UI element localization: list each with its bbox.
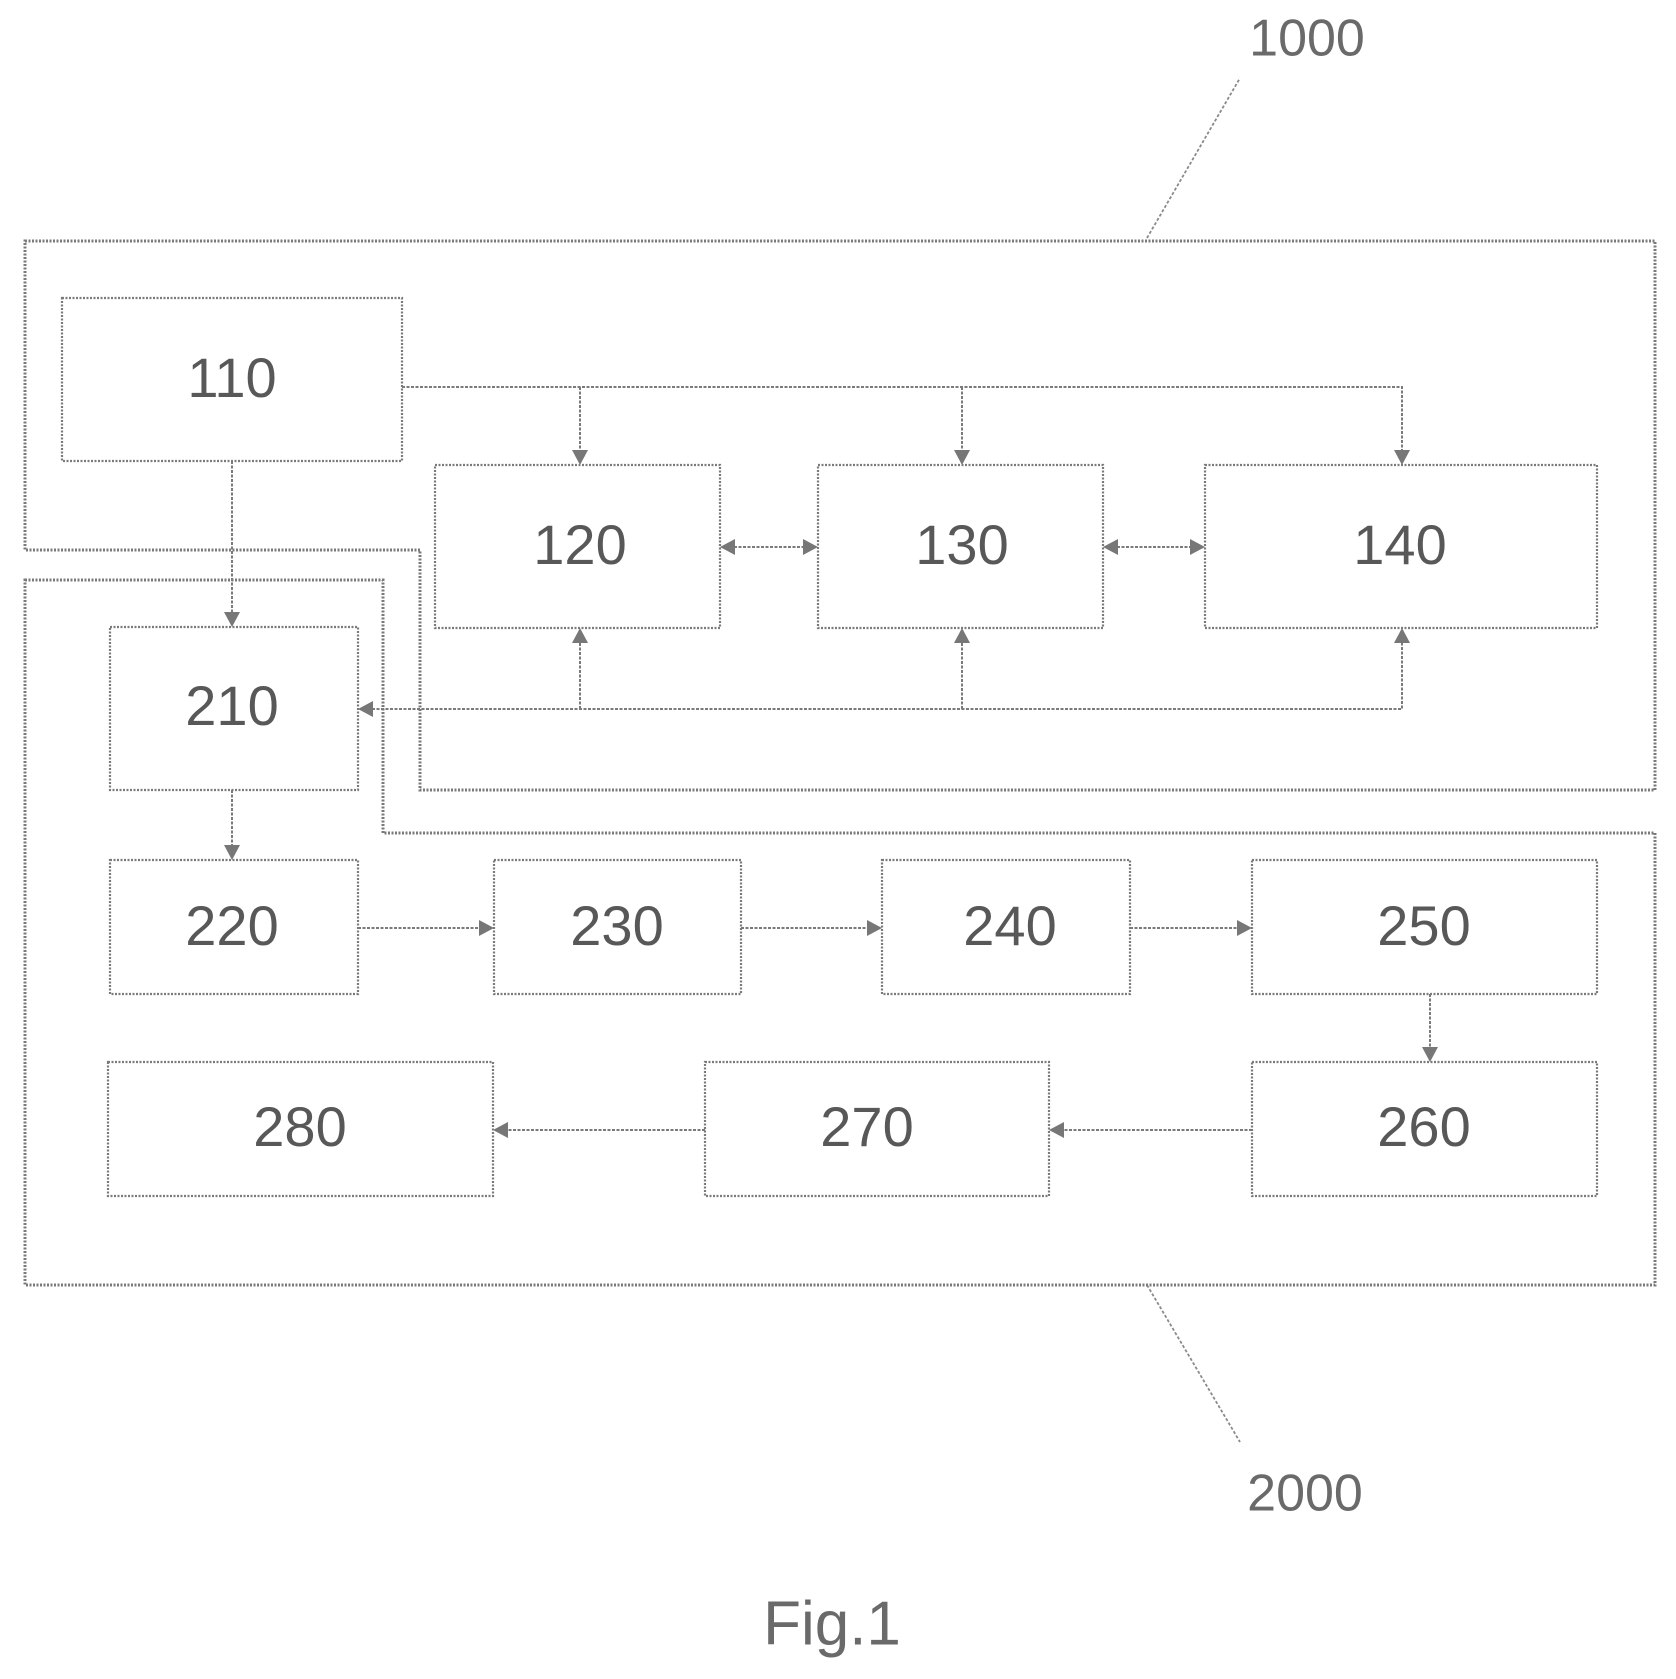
arrowhead-to-220 xyxy=(224,845,240,860)
arrowhead-to-140 xyxy=(1394,450,1410,465)
reference-1000: 1000 xyxy=(1249,10,1365,68)
arrowhead-to-250 xyxy=(1237,920,1252,936)
arrowhead-120-side xyxy=(720,539,735,555)
block-220-label: 220 xyxy=(185,894,278,957)
connector-110-bus xyxy=(402,387,1402,455)
arrowhead-130-left-side xyxy=(803,539,818,555)
block-280-label: 280 xyxy=(253,1095,346,1158)
arrowhead-to-230 xyxy=(479,920,494,936)
block-120-label: 120 xyxy=(533,513,626,576)
arrowhead-to-210-side xyxy=(358,701,373,717)
arrowhead-to-280 xyxy=(493,1122,508,1138)
arrowhead-to-240 xyxy=(867,920,882,936)
block-250-label: 250 xyxy=(1377,894,1470,957)
block-210-label: 210 xyxy=(185,674,278,737)
block-130-label: 130 xyxy=(915,513,1008,576)
block-110-label: 110 xyxy=(187,346,276,409)
arrowhead-140-side xyxy=(1190,539,1205,555)
block-140-label: 140 xyxy=(1353,513,1446,576)
arrowhead-to-210-top xyxy=(224,612,240,627)
leader-line-2000 xyxy=(1147,1285,1240,1442)
reference-2000: 2000 xyxy=(1247,1465,1363,1523)
arrowhead-130-right-side xyxy=(1103,539,1118,555)
block-260-label: 260 xyxy=(1377,1095,1470,1158)
arrowhead-up-130 xyxy=(954,628,970,643)
connector-210-bus xyxy=(372,642,1402,709)
block-230-label: 230 xyxy=(570,894,663,957)
arrowhead-to-260 xyxy=(1422,1047,1438,1062)
arrowhead-to-270 xyxy=(1049,1122,1064,1138)
leader-line-1000 xyxy=(1147,78,1240,238)
arrowhead-to-130 xyxy=(954,450,970,465)
arrowhead-to-120 xyxy=(572,450,588,465)
block-240-label: 240 xyxy=(963,894,1056,957)
arrowhead-up-140 xyxy=(1394,628,1410,643)
figure-caption: Fig.1 xyxy=(763,1589,901,1658)
arrowhead-up-120 xyxy=(572,628,588,643)
block-270-label: 270 xyxy=(820,1095,913,1158)
